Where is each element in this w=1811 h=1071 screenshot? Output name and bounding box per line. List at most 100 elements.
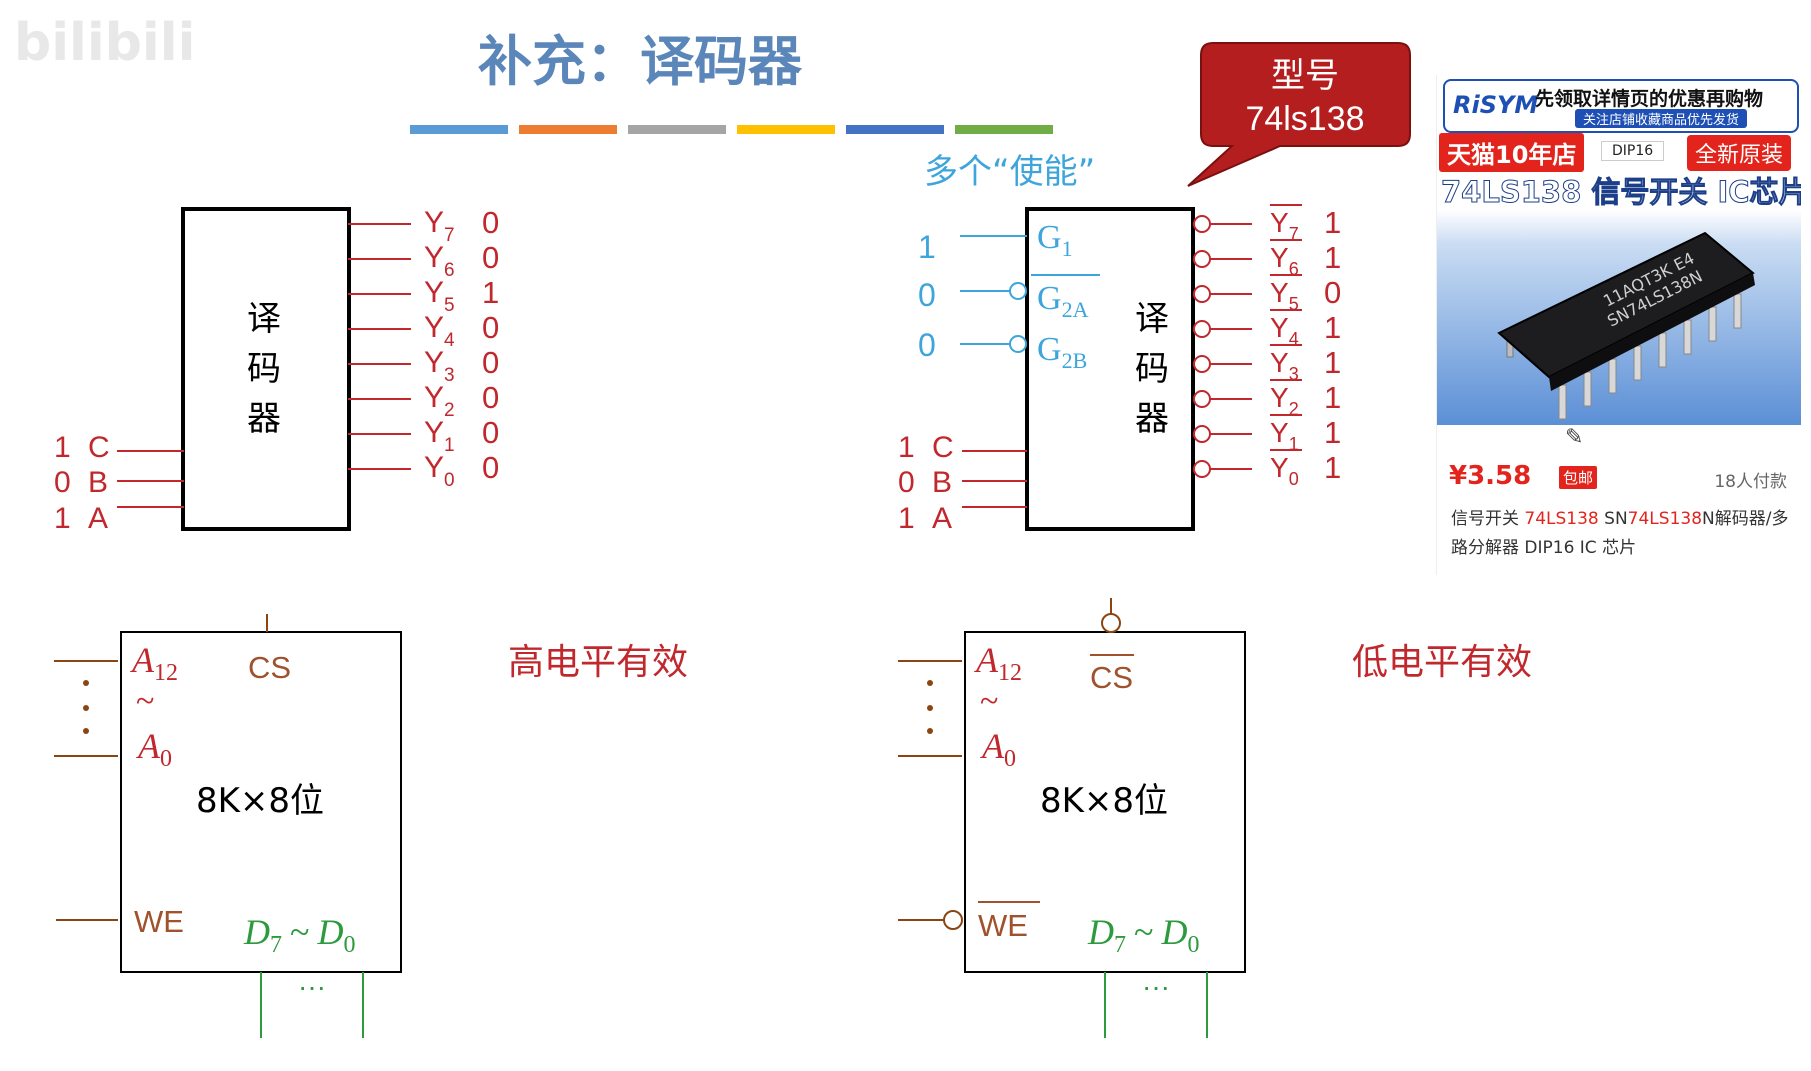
output-label-y6: Y6 bbox=[424, 241, 455, 281]
output-label-y0: Y0 bbox=[1270, 452, 1299, 489]
promo-line-1: 先领取详情页的优惠再购物 bbox=[1535, 88, 1764, 110]
output-value-y3: 1 bbox=[1324, 345, 1341, 380]
output-value-y0: 0 bbox=[482, 450, 499, 485]
decoder-label-1: 译 bbox=[247, 299, 281, 339]
promo-banner: RiSYM 先领取详情页的优惠再购物 关注店铺收藏商品优先发货 bbox=[1443, 79, 1799, 133]
input-value-a: 1 bbox=[54, 502, 71, 535]
output-label-y1: Y1 bbox=[424, 416, 455, 456]
buyer-count: 18人付款 bbox=[1714, 472, 1787, 492]
output-label-y4: Y4 bbox=[1270, 312, 1299, 349]
addr-dot bbox=[927, 728, 933, 734]
addr-tilde: ~ bbox=[980, 683, 998, 720]
input-name-a: A bbox=[932, 502, 952, 535]
output-value-y1: 1 bbox=[1324, 415, 1341, 450]
output-bubble-y7 bbox=[1193, 215, 1211, 233]
output-label-y5: Y5 bbox=[1270, 277, 1299, 314]
input-name-b: B bbox=[88, 466, 108, 499]
enable-value-g2b: 0 bbox=[918, 327, 936, 363]
title-bar-1 bbox=[410, 125, 508, 134]
output-label-y0: Y0 bbox=[424, 451, 455, 491]
callout-line-2: 74ls138 bbox=[1245, 100, 1364, 138]
chip-pin bbox=[1733, 293, 1742, 329]
enable-value-g2a: 0 bbox=[918, 277, 936, 313]
input-name-c: C bbox=[932, 431, 954, 464]
output-bubble-y5 bbox=[1193, 285, 1211, 303]
output-bubble-y3 bbox=[1193, 355, 1211, 373]
output-value-y1: 0 bbox=[482, 415, 499, 450]
promo-line-2: 关注店铺收藏商品优先发货 bbox=[1575, 109, 1748, 128]
enable-note: 多个“使能” bbox=[924, 152, 1095, 192]
decoder-label-3: 器 bbox=[247, 399, 281, 439]
edit-pencil-icon[interactable]: ✎ bbox=[1565, 425, 1584, 450]
enable-bubble-g2a bbox=[1009, 282, 1027, 300]
product-price: ¥3.58 bbox=[1449, 461, 1532, 491]
input-name-b: B bbox=[932, 466, 952, 499]
input-value-a: 1 bbox=[898, 502, 915, 535]
title-bar-2 bbox=[519, 125, 617, 134]
output-value-y6: 1 bbox=[1324, 240, 1341, 275]
output-value-y7: 0 bbox=[482, 205, 499, 240]
output-label-y7: Y7 bbox=[424, 206, 455, 246]
new-badge: 全新原装 bbox=[1687, 135, 1792, 171]
brand-logo: RiSYM bbox=[1453, 91, 1539, 119]
product-image: RiSYM 先领取详情页的优惠再购物 关注店铺收藏商品优先发货 天猫10年店 D… bbox=[1437, 75, 1801, 425]
enable-label-g2a: G2A bbox=[1037, 280, 1089, 322]
cs-bubble bbox=[1101, 613, 1121, 633]
decoder-label-2: 码 bbox=[1135, 349, 1169, 389]
data-bus-label: D7~D0 bbox=[243, 912, 355, 958]
chip-pin bbox=[1583, 371, 1592, 407]
addr-dot bbox=[927, 680, 933, 686]
output-label-y2: Y2 bbox=[1270, 382, 1299, 419]
memory-chip-high: ··· A12 ~ A0 CS 8K×8位 WE D7~D0 高电平有效 bbox=[54, 614, 688, 1038]
output-label-y5: Y5 bbox=[424, 276, 455, 316]
output-value-y2: 1 bbox=[1324, 380, 1341, 415]
callout-line-1: 型号 bbox=[1271, 56, 1339, 96]
product-description[interactable]: 信号开关 74LS138 SN74LS138N解码器/多路分解器 DIP16 I… bbox=[1451, 509, 1789, 558]
product-listing-card[interactable]: RiSYM 先领取详情页的优惠再购物 关注店铺收藏商品优先发货 天猫10年店 D… bbox=[1436, 75, 1801, 575]
addr-dot bbox=[83, 705, 89, 711]
input-value-b: 0 bbox=[54, 466, 71, 499]
decoder-label-1: 译 bbox=[1135, 299, 1169, 339]
output-bubble-y6 bbox=[1193, 250, 1211, 268]
product-headline: 74LS138 信号开关 IC芯片 bbox=[1441, 175, 1801, 210]
input-value-c: 1 bbox=[54, 431, 71, 464]
data-bus-dots: ··· bbox=[298, 971, 326, 1002]
chip-pin bbox=[1608, 358, 1617, 394]
decoder-box bbox=[1025, 207, 1195, 531]
output-label-y2: Y2 bbox=[424, 381, 455, 421]
title-bar-6 bbox=[955, 125, 1053, 134]
decoder-right: 型号 74ls138 多个“使能” 译 码 器 1 0 0 G1 G2A G2B bbox=[898, 42, 1411, 535]
model-callout bbox=[1187, 42, 1411, 187]
addr-hi-label: A12 bbox=[130, 640, 178, 686]
capacity-label: 8K×8位 bbox=[196, 781, 324, 821]
title-bar-3 bbox=[628, 125, 726, 134]
title-bar-5 bbox=[846, 125, 944, 134]
output-bubble-y0 bbox=[1193, 460, 1211, 478]
chip-pin bbox=[1708, 306, 1717, 342]
title-underline-bars bbox=[410, 125, 1053, 134]
watermark: bilibili bbox=[14, 13, 195, 73]
output-label-y3: Y3 bbox=[1270, 347, 1299, 384]
chip-box bbox=[964, 631, 1246, 973]
we-label: WE bbox=[134, 904, 184, 939]
enable-label-g1: G1 bbox=[1037, 219, 1073, 261]
we-bubble bbox=[943, 910, 963, 930]
output-label-y7: Y7 bbox=[1270, 207, 1299, 244]
active-level-note: 低电平有效 bbox=[1352, 642, 1532, 683]
addr-lo-label: A0 bbox=[980, 726, 1016, 772]
output-label-y3: Y3 bbox=[424, 346, 455, 386]
we-label: WE bbox=[978, 908, 1028, 943]
output-value-y6: 0 bbox=[482, 240, 499, 275]
free-shipping-badge: 包邮 bbox=[1559, 466, 1598, 489]
ic-chip-illustration: 11AQT3K E4 SN74LS138N bbox=[1497, 231, 1755, 420]
output-bubble-y2 bbox=[1193, 390, 1211, 408]
chip-pin bbox=[1558, 384, 1567, 420]
output-value-y5: 1 bbox=[482, 275, 499, 310]
addr-tilde: ~ bbox=[136, 683, 154, 720]
title-bar-4 bbox=[737, 125, 835, 134]
package-badge: DIP16 bbox=[1601, 141, 1665, 161]
memory-chip-low: ··· A12 ~ A0 CS 8K×8位 WE D7~D0 低电平有效 bbox=[898, 598, 1532, 1038]
data-bus-label: D7~D0 bbox=[1087, 912, 1199, 958]
data-bus-dots: ··· bbox=[1142, 971, 1170, 1002]
